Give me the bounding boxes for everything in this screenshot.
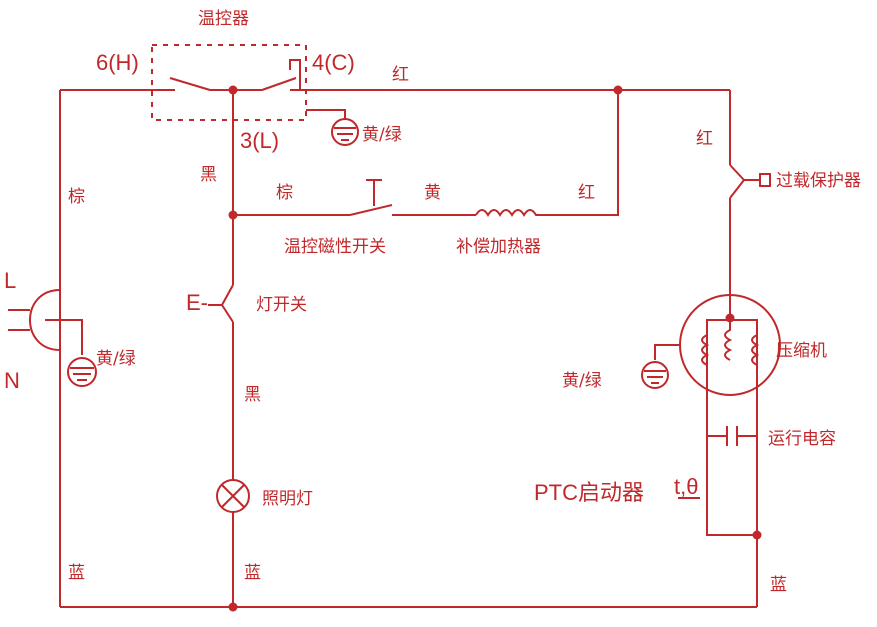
label-wire-blue-middle: 蓝 bbox=[244, 563, 261, 583]
label-wire-blue-right: 蓝 bbox=[770, 575, 787, 595]
compensation-heater bbox=[475, 209, 540, 217]
magnetic-switch bbox=[349, 179, 393, 216]
label-wire-black-lower: 黑 bbox=[244, 385, 261, 405]
junction-dot bbox=[752, 530, 762, 540]
label-wire-brown-left: 棕 bbox=[68, 187, 85, 207]
label-wire-yellow-switch: 黄 bbox=[424, 183, 441, 203]
wire-ground-top bbox=[306, 109, 346, 120]
label-wire-black-upper: 黑 bbox=[200, 165, 217, 185]
junction-dot bbox=[228, 602, 238, 612]
junction-dot bbox=[613, 85, 623, 95]
label-ground-top: 黄/绿 bbox=[362, 125, 402, 145]
junction-dot bbox=[228, 210, 238, 220]
label-wire-blue-left: 蓝 bbox=[68, 563, 85, 583]
label-compressor: 压缩机 bbox=[776, 341, 827, 361]
plug bbox=[8, 289, 83, 355]
wire-branch-right bbox=[540, 90, 619, 216]
thermostat-housing bbox=[151, 44, 307, 121]
label-wire-brown-switch: 棕 bbox=[276, 183, 293, 203]
junctions bbox=[228, 85, 762, 612]
lamp-switch bbox=[208, 284, 234, 323]
label-wire-red-top: 红 bbox=[392, 65, 409, 85]
overload-protector bbox=[729, 164, 771, 199]
label-plug-n: N bbox=[4, 368, 20, 393]
label-ground-left: 黄/绿 bbox=[96, 349, 136, 369]
thermostat bbox=[151, 44, 307, 121]
label-wire-red-heater: 红 bbox=[578, 183, 595, 203]
ground-symbol-left bbox=[67, 357, 97, 387]
label-ptc-starter: PTC启动器 bbox=[534, 480, 644, 505]
label-thermostat: 温控器 bbox=[198, 9, 249, 29]
label-terminal-h: 6(H) bbox=[96, 50, 139, 75]
wire-comp-left-down bbox=[706, 392, 757, 536]
junction-dot bbox=[228, 85, 238, 95]
ground-symbol-compressor bbox=[641, 361, 669, 389]
label-lamp: 照明灯 bbox=[262, 489, 313, 509]
label-lamp-switch: 灯开关 bbox=[256, 295, 307, 315]
label-ptc-symbol: t,θ bbox=[674, 474, 698, 499]
compressor bbox=[654, 294, 781, 396]
wires bbox=[59, 89, 758, 608]
label-ground-compressor: 黄/绿 bbox=[562, 371, 602, 391]
label-plug-l: L bbox=[4, 268, 16, 293]
label-magnet-switch: 温控磁性开关 bbox=[284, 237, 386, 257]
label-comp-heater: 补偿加热器 bbox=[456, 237, 541, 257]
label-switch-e: E- bbox=[186, 290, 208, 315]
label-terminal-c: 4(C) bbox=[312, 50, 355, 75]
label-run-capacitor: 运行电容 bbox=[768, 429, 836, 449]
lamp-symbol bbox=[216, 479, 250, 513]
thermostat-switch-c bbox=[261, 59, 301, 91]
ground-symbol-top bbox=[331, 118, 359, 146]
label-overload: 过载保护器 bbox=[776, 171, 861, 191]
label-terminal-l: 3(L) bbox=[240, 128, 279, 153]
run-capacitor bbox=[707, 426, 757, 446]
label-wire-red-right: 红 bbox=[696, 129, 713, 149]
thermostat-switch-h bbox=[169, 77, 211, 91]
